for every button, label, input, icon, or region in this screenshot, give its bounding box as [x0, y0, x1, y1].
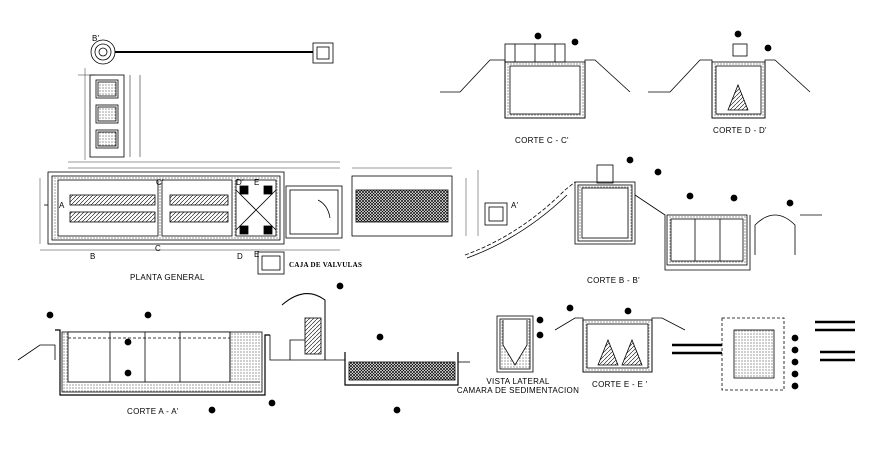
- planta-general-label: PLANTA GENERAL: [130, 273, 205, 282]
- marker-a-prime: A': [511, 201, 519, 210]
- marker-d: D: [237, 252, 244, 261]
- pipe-detail: [672, 317, 855, 391]
- corte-aa-label: CORTE A - A': [127, 407, 179, 416]
- corte-ee-section: [554, 304, 686, 373]
- marker-b-prime: B': [92, 34, 100, 43]
- corte-dd-section: [648, 30, 811, 119]
- planta-general-plan: [39, 161, 508, 275]
- vista-lateral-label: VISTA LATERAL: [486, 377, 550, 386]
- vista-lateral-section: [496, 315, 544, 373]
- caja-valvulas-label: CAJA DE VALVULAS: [289, 261, 363, 269]
- corte-bb-section: [464, 156, 822, 271]
- camara-sedimentacion-label: CAMARA DE SEDIMENTACION: [456, 386, 580, 395]
- marker-d-prime: D': [236, 178, 244, 187]
- marker-a: A: [59, 201, 65, 210]
- corte-bb-label: CORTE B - B': [587, 276, 640, 285]
- marker-b: B: [90, 252, 96, 261]
- corte-ee-label: CORTE E - E ': [592, 380, 648, 389]
- marker-c-prime: C': [156, 178, 164, 187]
- corte-aa-section: [17, 282, 470, 414]
- marker-e-prime: E: [254, 178, 260, 187]
- marker-e: E: [254, 250, 260, 259]
- corte-cc-label: CORTE C - C': [515, 136, 569, 145]
- marker-c: C: [155, 244, 162, 253]
- corte-cc-section: [440, 32, 631, 119]
- top-left-detail: [78, 39, 334, 160]
- corte-dd-label: CORTE D - D': [713, 126, 767, 135]
